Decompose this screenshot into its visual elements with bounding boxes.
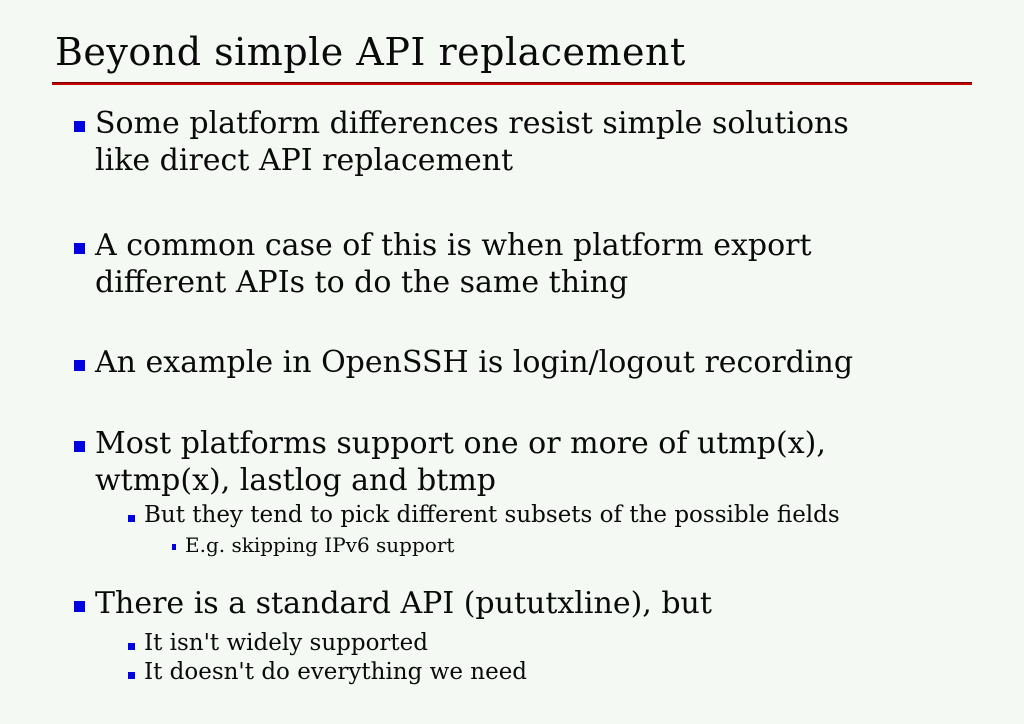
bullet-square-icon: [74, 601, 85, 612]
title-underline-rule: [52, 82, 972, 85]
sub-bullet-item: But they tend to pick different subsets …: [0, 501, 1024, 530]
sub-sub-bullet-item: E.g. skipping IPv6 support: [0, 532, 1024, 559]
bullet-square-icon: [128, 672, 135, 679]
bullet-square-icon: [74, 243, 85, 254]
bullet-item: Some platform differences resist simple …: [0, 105, 1024, 179]
sub-bullet-item: It doesn't do everything we need: [0, 658, 1024, 687]
bullet-item: A common case of this is when platform e…: [0, 227, 1024, 301]
bullet-text: A common case of this is when platform e…: [95, 228, 812, 300]
slide-title: Beyond simple API replacement: [55, 30, 686, 74]
bullet-item: There is a standard API (pututxline), bu…: [0, 585, 1024, 622]
bullet-text: It isn't widely supported: [144, 630, 429, 656]
bullet-text: But they tend to pick different subsets …: [144, 502, 840, 528]
bullet-text: It doesn't do everything we need: [144, 659, 528, 685]
bullet-square-icon: [74, 441, 85, 452]
bullet-text: An example in OpenSSH is login/logout re…: [95, 345, 854, 380]
bullet-square-icon: [74, 360, 85, 371]
sub-bullet-item: It isn't widely supported: [0, 629, 1024, 658]
slide-body: Some platform differences resist simple …: [0, 105, 1024, 687]
bullet-square-icon: [74, 121, 85, 132]
bullet-text: There is a standard API (pututxline), bu…: [95, 586, 712, 621]
bullet-item: An example in OpenSSH is login/logout re…: [0, 344, 1024, 381]
bullet-dash-icon: [172, 544, 176, 550]
bullet-item: Most platforms support one or more of ut…: [0, 425, 1024, 499]
bullet-square-icon: [128, 515, 135, 522]
bullet-text: Most platforms support one or more of ut…: [95, 426, 826, 498]
bullet-text: E.g. skipping IPv6 support: [185, 533, 455, 557]
bullet-text: Some platform differences resist simple …: [95, 106, 849, 178]
bullet-square-icon: [128, 643, 135, 650]
